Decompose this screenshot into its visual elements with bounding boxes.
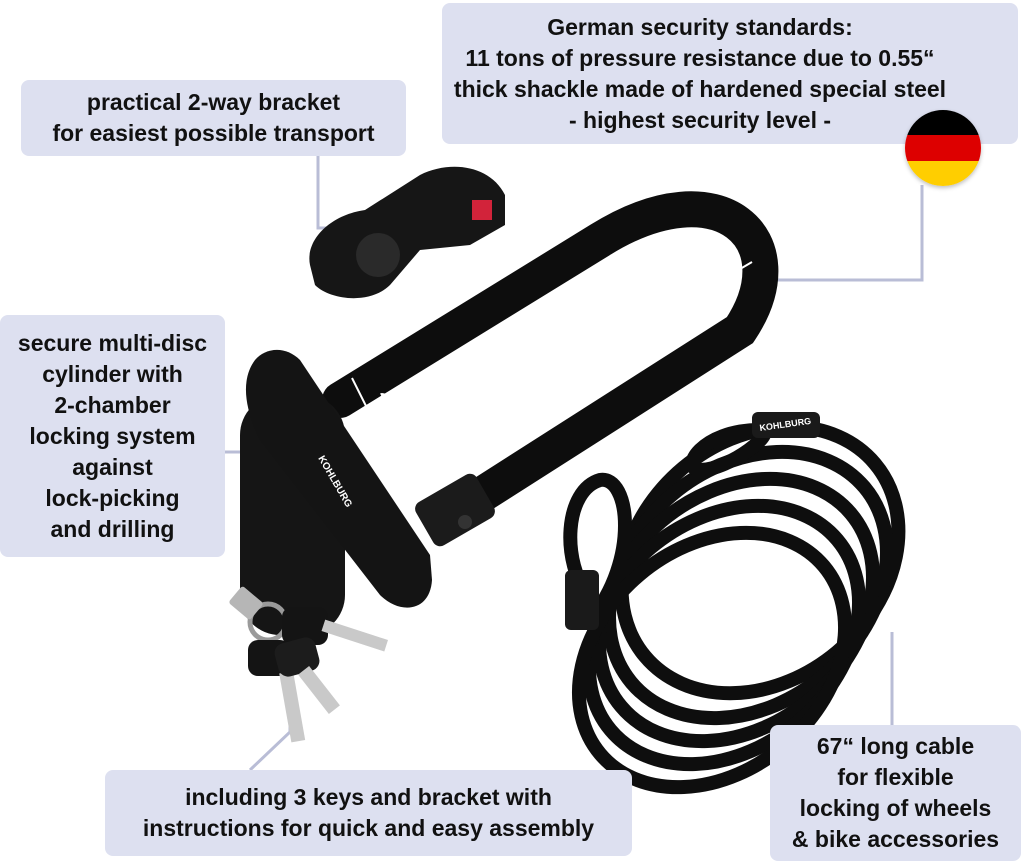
dimension-width-label: 4.13“	[374, 387, 413, 436]
callout-text: German security standards:	[547, 13, 853, 40]
callout-text: cylinder with	[42, 360, 183, 387]
keyhole-icon	[458, 515, 472, 529]
cable-loop-end	[563, 472, 632, 625]
u-lock-body	[245, 349, 432, 608]
leader-shackle	[772, 185, 924, 282]
callout-text: 11 tons of pressure resistance due to 0.…	[465, 44, 935, 71]
mounting-bracket	[309, 166, 505, 299]
callout-cable: 67“ long cable for flexible locking of w…	[770, 725, 1021, 861]
callout-text: locking of wheels	[799, 795, 992, 821]
cable-crimp-top	[752, 412, 820, 438]
callout-text: including 3 keys and bracket with	[185, 784, 552, 810]
callout-text: & bike accessories	[791, 826, 1000, 852]
coiled-cable	[563, 419, 906, 795]
u-lock-shackle	[322, 191, 779, 533]
callout-text: for flexible	[837, 764, 954, 790]
keys	[229, 586, 388, 743]
cable-loop-top	[685, 423, 772, 478]
u-lock-end-cap	[415, 473, 495, 547]
callout-text: 2-chamber	[54, 391, 171, 418]
callout-text: 67“ long cable	[816, 733, 975, 759]
callout-keys: including 3 keys and bracket with instru…	[105, 770, 632, 856]
key-2	[282, 607, 388, 652]
callout-cylinder: secure multi-disc cylinder with 2-chambe…	[0, 315, 225, 557]
callout-text: practical 2-way bracket	[86, 89, 341, 115]
callout-text: for easiest possible transport	[52, 120, 375, 146]
bracket-release-button	[472, 200, 492, 220]
cable-crimp	[565, 570, 599, 630]
callout-text: and drilling	[50, 515, 175, 542]
callout-text: lock-picking	[45, 484, 180, 511]
dimension-arrow-width	[351, 377, 399, 471]
callout-text: locking system	[29, 422, 196, 449]
callout-bracket: practical 2-way bracket for easiest poss…	[21, 80, 406, 156]
dimension-arrow-height	[397, 261, 753, 471]
dimension-markers	[351, 261, 753, 471]
callout-text: - highest security level -	[568, 106, 832, 133]
callout-text: against	[72, 453, 153, 480]
leader-keys	[248, 705, 292, 772]
callout-text: instructions for quick and easy assembly	[142, 815, 595, 841]
callout-text: secure multi-disc	[17, 329, 208, 356]
key-tag	[229, 586, 263, 620]
u-lock: KOHLBURG	[239, 191, 779, 635]
key-3	[274, 637, 340, 715]
german-flag-icon	[905, 110, 981, 186]
callout-text: thick shackle made of hardened special s…	[453, 75, 947, 102]
